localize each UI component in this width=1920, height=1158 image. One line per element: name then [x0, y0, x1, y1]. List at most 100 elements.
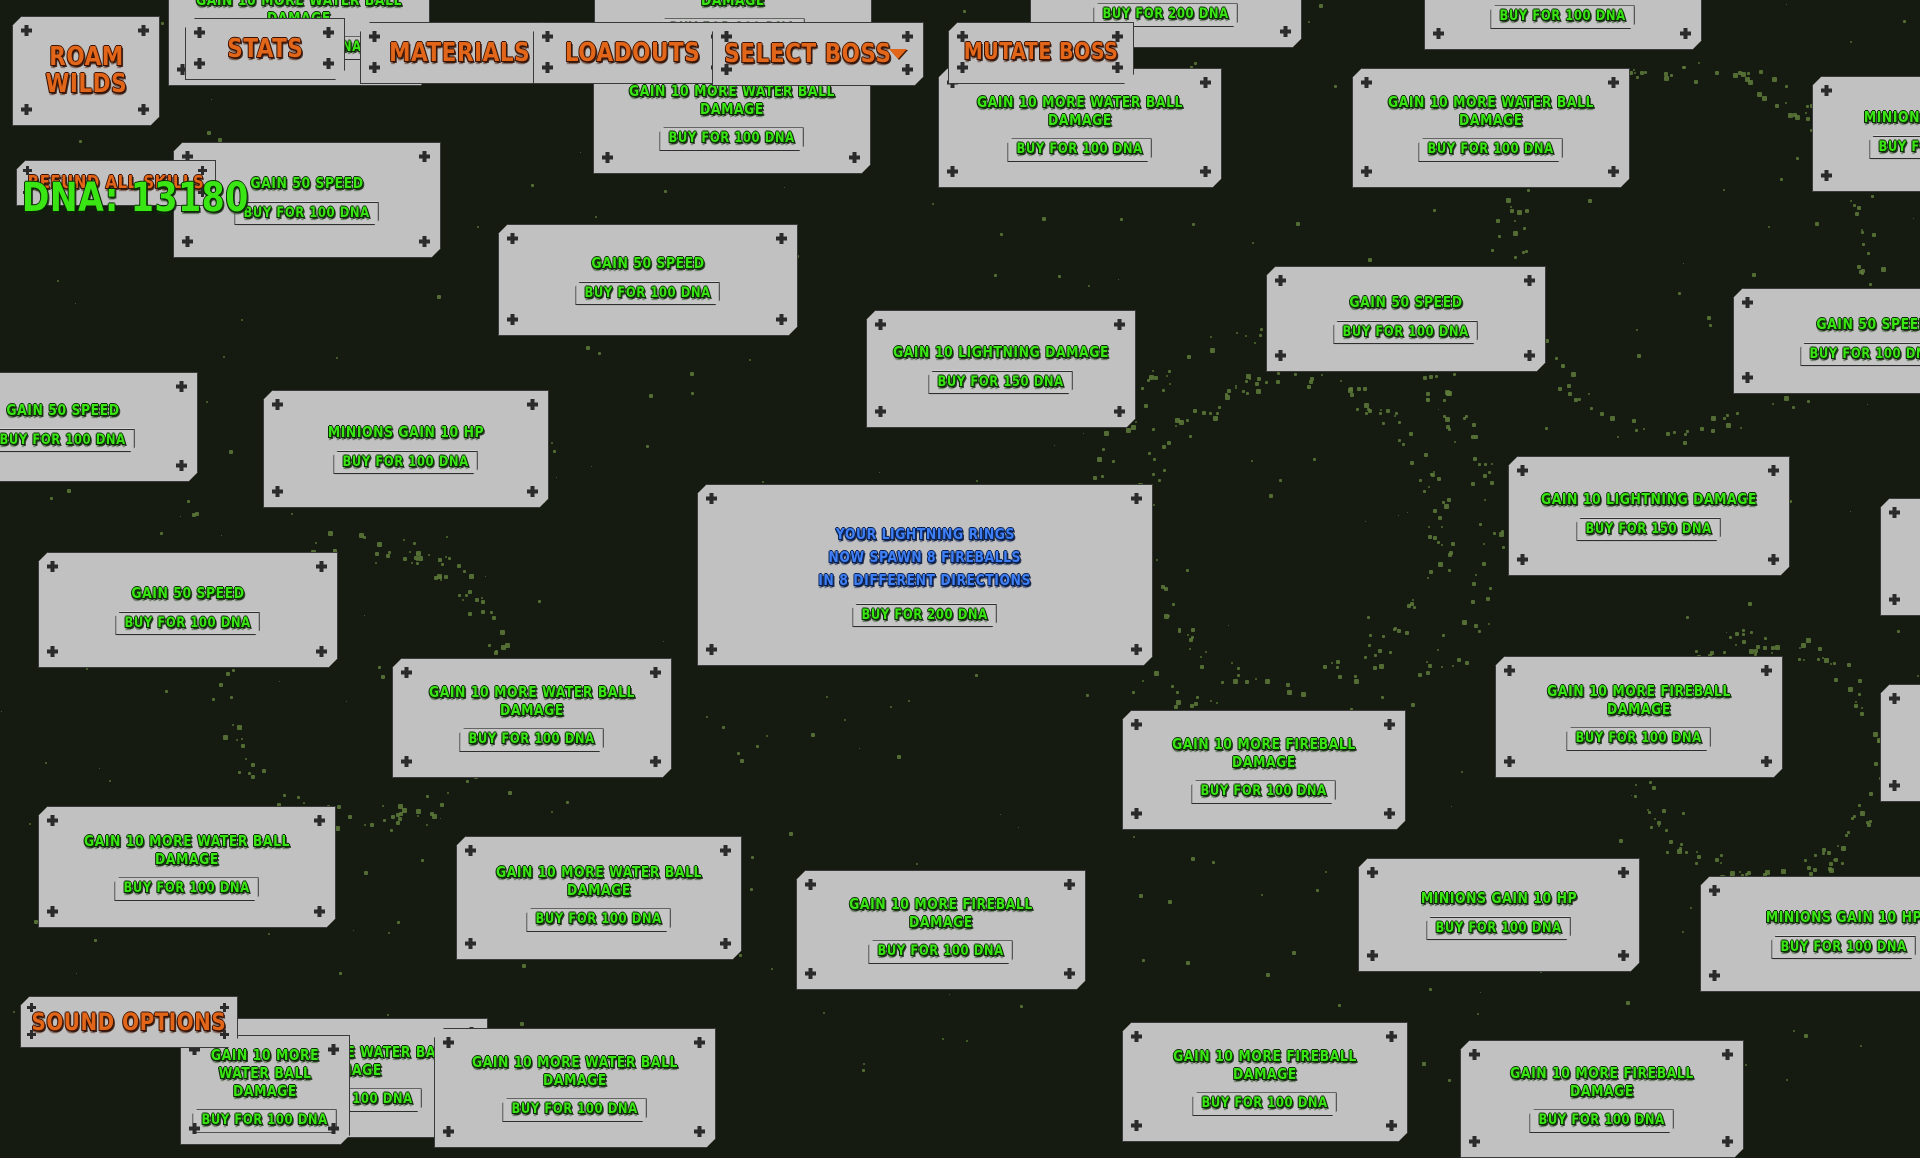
speckle — [1763, 636, 1767, 640]
buy-button[interactable]: BUY FOR 100 DNA — [1008, 138, 1153, 162]
buy-button[interactable]: BUY FOR 100 DNA — [1567, 727, 1712, 751]
speckle — [1809, 871, 1814, 876]
buy-button[interactable]: BUY FOR 100 DNA — [1801, 343, 1920, 367]
buy-button[interactable]: BUY FOR 100 DNA — [660, 127, 805, 151]
stats-button[interactable]: STATS — [185, 18, 345, 80]
speckle — [1763, 646, 1768, 651]
buy-button[interactable]: BUY FOR 100 DNA — [460, 728, 605, 752]
speckle — [1134, 420, 1137, 423]
bolt-icon — [272, 486, 283, 497]
buy-button[interactable]: BUY FOR 100 DNA — [1530, 1109, 1675, 1133]
buy-button[interactable]: BUY FOR 100 DNA — [1870, 136, 1920, 160]
buy-button[interactable]: BUY FOR 100 DNA — [1427, 917, 1572, 941]
bolt-icon — [401, 667, 412, 678]
buy-button[interactable]: BUY FOR 100 DNA — [334, 451, 479, 475]
mutate-boss-button[interactable]: MUTATE BOSS — [948, 22, 1134, 84]
buy-button[interactable]: BUY FOR 100 DNA — [0, 429, 135, 453]
chevron-down-icon[interactable] — [889, 49, 907, 59]
buy-button[interactable]: BUY FOR 100 DNA — [576, 282, 721, 306]
speckle — [1422, 375, 1427, 380]
bolt-icon — [138, 104, 149, 115]
speckle — [1418, 673, 1423, 678]
lightning-rings-upgrade-card[interactable]: YOUR LIGHTNING RINGS NOW SPAWN 8 FIREBAL… — [697, 484, 1153, 666]
speckle — [1715, 71, 1720, 76]
buy-button[interactable]: BUY FOR 200 DNA — [853, 604, 998, 628]
speckle — [1433, 471, 1436, 474]
buy-button[interactable]: BUY FOR 100 DNA — [1192, 780, 1337, 804]
buy-button[interactable]: BUY FOR 150 DNA — [929, 371, 1074, 395]
speckle — [1407, 603, 1412, 608]
speckle — [421, 858, 425, 862]
buy-button[interactable]: BUY FOR 100 DNA — [1334, 321, 1479, 345]
buy-button[interactable]: BUY FOR 100 DNA — [116, 612, 261, 636]
speckle — [1461, 620, 1467, 626]
bolt-icon — [194, 27, 205, 38]
materials-button[interactable]: MATERIALS — [360, 22, 560, 84]
speckle — [1833, 859, 1836, 862]
speckle — [1649, 825, 1653, 829]
speckle — [1567, 384, 1572, 389]
speckle — [1141, 958, 1145, 962]
upgrade-card-title: GAIN 10 MORE WATER BALL DAMAGE — [976, 93, 1184, 129]
speckle — [1266, 973, 1271, 978]
buy-button[interactable]: BUY FOR 100 DNA — [869, 940, 1014, 964]
speckle — [1758, 69, 1763, 74]
upgrade-card-title: GAIN 10 MORE WATER BALL DAMAGE — [1891, 709, 1920, 744]
select-boss-dropdown[interactable]: SELECT BOSS — [712, 22, 924, 86]
buy-button[interactable]: BUY FOR 100 DNA — [115, 877, 260, 901]
buy-button[interactable]: BUY FOR 100 DNA — [1419, 138, 1564, 162]
lightning-card-line-1: YOUR LIGHTNING RINGS — [835, 524, 1015, 543]
speckle — [211, 698, 215, 702]
speckle — [1517, 209, 1523, 215]
loadouts-button[interactable]: LOADOUTS — [533, 22, 733, 84]
bolt-icon — [1680, 28, 1691, 39]
speckle — [1234, 385, 1237, 388]
buy-button[interactable]: BUY FOR 200 DNA — [1094, 3, 1239, 27]
speckle — [417, 556, 423, 562]
buy-button[interactable]: BUY FOR 100 DNA — [1772, 936, 1917, 960]
buy-button[interactable]: BUY FOR 100 DNA — [235, 202, 380, 226]
buy-button[interactable]: BUY FOR 100 DNA — [527, 908, 672, 932]
speckle — [645, 444, 649, 448]
speckle — [1430, 472, 1434, 476]
upgrade-card[interactable]: GAIN 10 MORE WATER BALL DAMAGE BUY FOR 10… — [938, 68, 1222, 188]
speckle — [1112, 460, 1116, 464]
sound-options-button[interactable]: SOUND OPTIONS — [20, 996, 238, 1048]
buy-button[interactable]: BUY FOR 100 DNA — [503, 1098, 648, 1122]
speckle — [1795, 157, 1799, 161]
buy-button[interactable]: BUY FOR 100 DNA — [1491, 5, 1636, 29]
buy-button[interactable]: BUY FOR 100 DNA — [193, 1109, 338, 1133]
speckle — [1422, 1061, 1427, 1066]
refund-all-skills-button[interactable]: REFUND ALL SKILLS — [16, 160, 216, 206]
buy-button[interactable]: BUY FOR 150 DNA — [1577, 518, 1722, 542]
speckle — [1488, 622, 1491, 625]
buy-button[interactable]: BUY FOR 100 DNA — [1193, 1092, 1338, 1116]
roam-wilds-button[interactable]: ROAM WILDS — [12, 16, 160, 126]
